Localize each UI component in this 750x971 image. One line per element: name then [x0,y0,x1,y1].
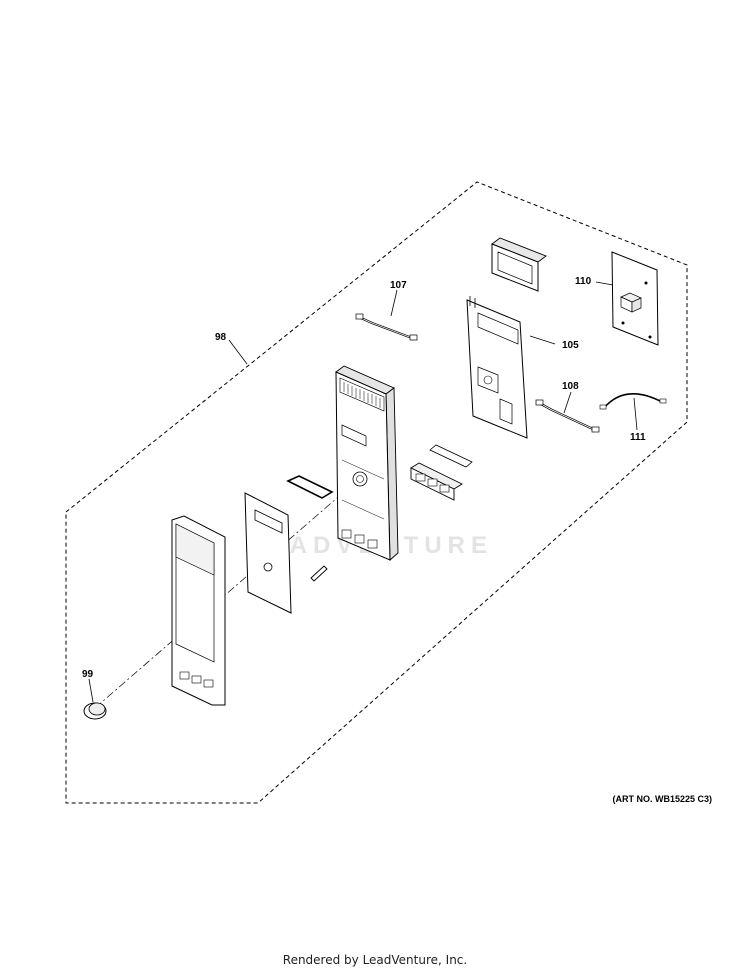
part-display-module[interactable] [491,237,547,292]
part-wire-111[interactable] [599,393,667,410]
part-control-board[interactable] [466,296,528,439]
vent-slots [343,382,381,408]
callout-99: 99 [82,669,94,680]
part-bracket-plate[interactable] [611,251,659,346]
footer-credit: Rendered by LeadVenture, Inc. [282,953,468,967]
part-display-lens[interactable] [286,475,334,499]
part-latch-clip[interactable] [310,565,328,582]
part-keypad-board[interactable] [410,444,473,501]
callout-98: 98 [215,332,227,343]
callout-111: 111 [630,432,646,443]
assembly-axis [94,477,361,709]
assembly-boundary [65,181,688,804]
leader-lines [88,281,638,703]
part-knob[interactable] [83,702,107,720]
part-trim-panel[interactable] [171,515,226,706]
art-number: (ART NO. WB15225 C3) [612,794,712,804]
part-membrane-overlay[interactable] [244,492,292,614]
part-wire-harness-107[interactable] [355,313,418,341]
callout-105: 105 [562,340,579,351]
part-wire-harness-108[interactable] [535,399,600,433]
callout-107: 107 [390,280,407,291]
callout-110: 110 [575,276,592,287]
part-control-panel[interactable] [335,365,399,561]
callout-108: 108 [562,381,579,392]
